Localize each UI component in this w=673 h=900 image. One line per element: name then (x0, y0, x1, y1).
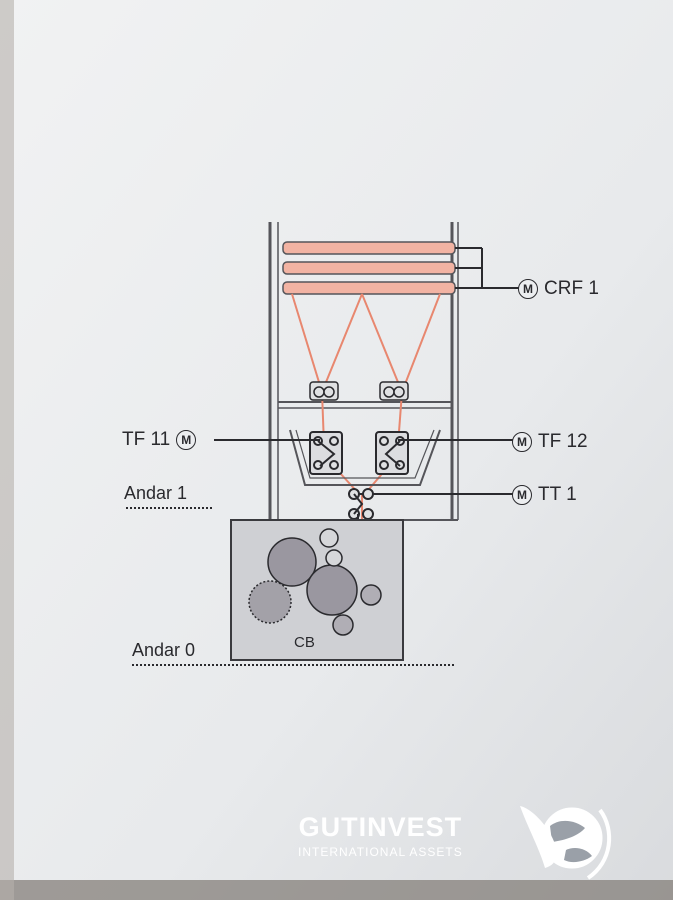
motor-tt1-label: TT 1 (538, 484, 577, 505)
floor-1-label: Andar 1 (124, 483, 188, 503)
motor-tf11-label: TF 11 (122, 429, 171, 450)
floor-0-line (132, 664, 454, 666)
tank-label: CB (294, 634, 315, 651)
motor-icon: M (518, 279, 538, 299)
watermark-logo: GUTINVEST INTERNATIONAL ASSETS (298, 812, 463, 859)
floor-0-label: Andar 0 (132, 640, 196, 660)
watermark-subtitle: INTERNATIONAL ASSETS (298, 845, 463, 859)
drying-rollers (282, 241, 456, 295)
tf-drive-lines (214, 439, 513, 495)
motor-tt1: M TT 1 (512, 484, 577, 506)
watermark-title: GUTINVEST (298, 812, 463, 842)
motor-icon: M (176, 430, 197, 450)
guide-rollers (309, 381, 409, 401)
motor-crf1: M CRF 1 (518, 278, 599, 300)
motor-tf11: TF 11 M (122, 429, 197, 451)
motor-icon: M (512, 485, 532, 505)
motor-icon: M (512, 432, 532, 452)
motor-crf1-label: CRF 1 (544, 278, 599, 299)
motor-tf12-label: TF 12 (538, 431, 588, 452)
floor-1-line (126, 507, 212, 509)
crf1-drive-lines (455, 247, 519, 289)
tank-bubbles (248, 528, 382, 636)
press-trough (289, 429, 441, 486)
press-rollers (309, 431, 409, 475)
globe-swoosh-icon (520, 806, 612, 880)
motor-tf12: M TF 12 (512, 431, 588, 453)
